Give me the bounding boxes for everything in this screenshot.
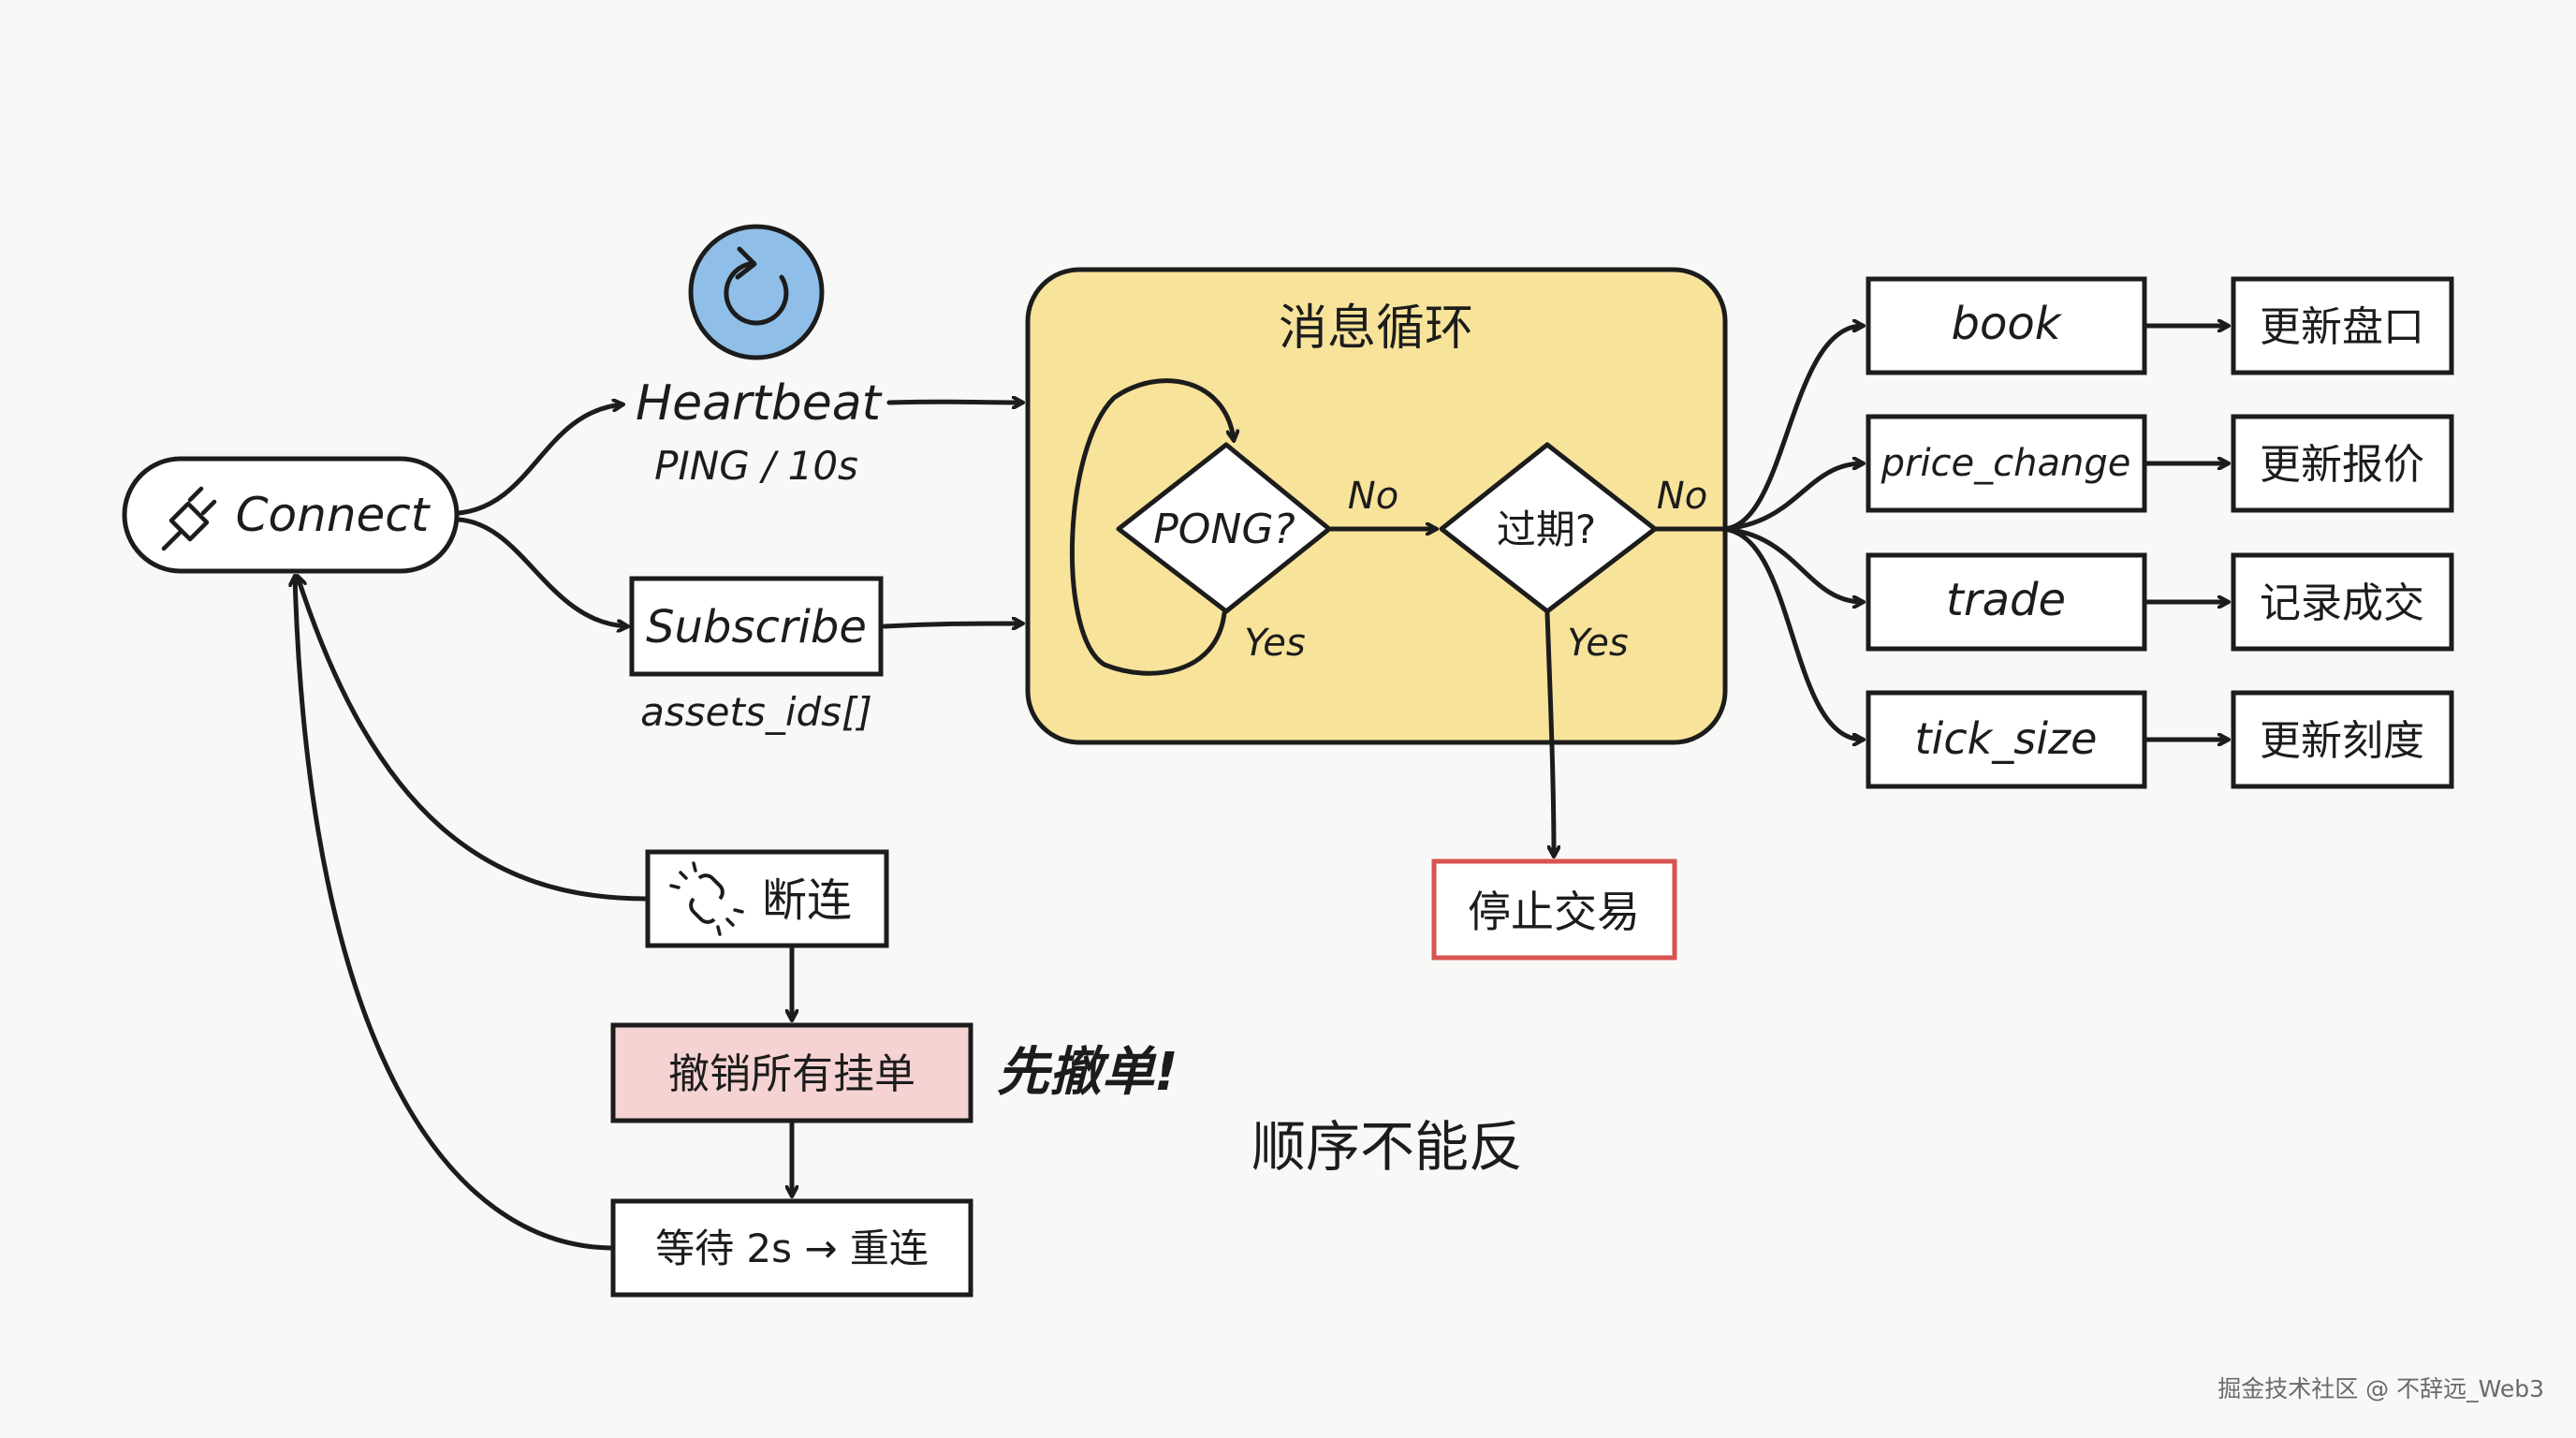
pong-label: PONG? [1153, 506, 1295, 553]
heartbeat-node: Heartbeat PING / 10s [636, 224, 883, 489]
event-tick-size: tick_size [1866, 690, 2147, 789]
edge-connect-heartbeat [456, 404, 622, 516]
pong-yes-label: Yes [1244, 622, 1306, 665]
watermark: 掘金技术社区 @ 不辞远_Web3 [2217, 1375, 2544, 1402]
event-book-label: book [1952, 298, 2063, 350]
edge-fan-tick-size [1720, 526, 1863, 740]
action-update-price: 更新报价 [2231, 414, 2454, 513]
action-update-tick-label: 更新刻度 [2260, 717, 2424, 765]
message-loop-title: 消息循环 [1279, 301, 1473, 357]
cancel-orders-label: 撤销所有挂单 [668, 1050, 915, 1098]
subscribe-label: Subscribe [646, 601, 867, 653]
disconnect-node: 断连 [645, 849, 889, 948]
edge-disconnect-connect [298, 577, 649, 902]
order-note: 顺序不能反 [1251, 1115, 1523, 1179]
edge-heartbeat-loop [886, 402, 1022, 403]
action-update-price-label: 更新报价 [2260, 441, 2424, 489]
edge-fan-trade [1720, 526, 1863, 602]
edge-subscribe-loop [882, 624, 1022, 626]
connect-node: Connect [122, 456, 460, 574]
pong-decision: PONG? [1116, 442, 1332, 614]
connect-label: Connect [236, 488, 432, 542]
event-tick-size-label: tick_size [1915, 713, 2098, 764]
action-update-book-label: 更新盘口 [2260, 303, 2424, 351]
edge-reconnect-connect [295, 577, 613, 1251]
edge-fan-price-change [1720, 463, 1863, 532]
event-trade-label: trade [1946, 574, 2066, 626]
subscribe-assets: assets_ids[] [640, 689, 872, 735]
plug-icon [161, 486, 217, 551]
wait-reconnect-label: 等待 2s → 重连 [655, 1225, 929, 1271]
broken-link-icon [669, 861, 744, 936]
event-price-change: price_change [1866, 414, 2147, 513]
action-update-tick: 更新刻度 [2231, 690, 2454, 789]
event-price-change-label: price_change [1881, 442, 2131, 485]
cancel-orders-node: 撤销所有挂单 [610, 1022, 973, 1123]
expired-label: 过期? [1497, 506, 1596, 552]
disconnect-label: 断连 [762, 874, 852, 927]
pong-no-label: No [1348, 475, 1398, 518]
expired-decision: 过期? [1439, 442, 1658, 614]
action-record-trade-label: 记录成交 [2260, 580, 2424, 627]
heartbeat-interval: PING / 10s [654, 443, 858, 489]
cancel-first-note: 先撤单! [997, 1042, 1178, 1103]
refresh-icon [688, 224, 825, 360]
stop-trading-node: 停止交易 [1431, 858, 1677, 961]
wait-reconnect-node: 等待 2s → 重连 [610, 1198, 973, 1298]
edge-pong-yes-loop [1069, 378, 1234, 676]
heartbeat-label: Heartbeat [636, 375, 883, 432]
expired-yes-label: Yes [1567, 622, 1629, 665]
edge-fan-book [1654, 326, 1863, 532]
action-record-trade: 记录成交 [2231, 552, 2454, 652]
subscribe-node: Subscribe assets_ids[] [629, 576, 884, 735]
action-update-book: 更新盘口 [2231, 276, 2454, 375]
edge-connect-subscribe [456, 517, 627, 626]
stop-trading-label: 停止交易 [1468, 887, 1640, 937]
event-trade: trade [1866, 552, 2147, 652]
event-book: book [1866, 276, 2147, 375]
edge-expired-yes-stop [1544, 610, 1554, 856]
expired-no-label: No [1657, 475, 1707, 518]
